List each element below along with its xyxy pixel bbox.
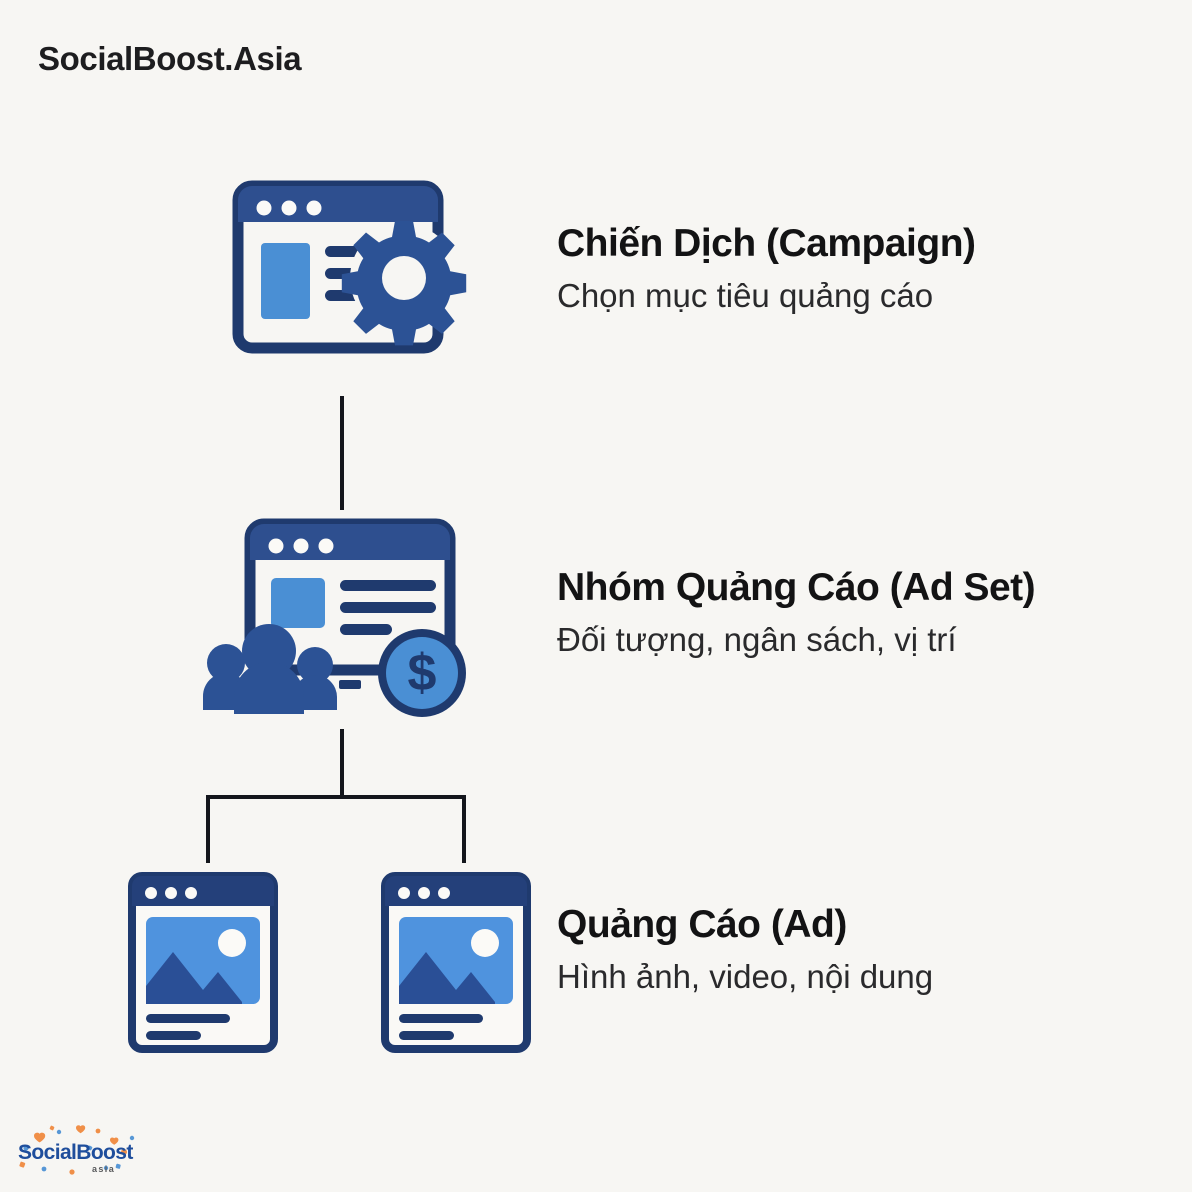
people-group-icon bbox=[203, 624, 337, 714]
connector-branch-bar bbox=[206, 795, 466, 799]
svg-text:$: $ bbox=[408, 644, 437, 702]
connector-branch-left bbox=[206, 795, 210, 863]
dollar-coin-icon: $ bbox=[378, 629, 466, 717]
confetti-decoration bbox=[19, 1125, 135, 1175]
connector-branch-right bbox=[462, 795, 466, 863]
ad-subtitle: Hình ảnh, video, nội dung bbox=[557, 957, 934, 995]
ad-text-block: Quảng Cáo (Ad) Hình ảnh, video, nội dung bbox=[557, 903, 1157, 996]
gear-icon bbox=[341, 221, 467, 346]
adset-icon-group: $ bbox=[198, 518, 488, 718]
adset-heading: Nhóm Quảng Cáo (Ad Set) bbox=[557, 566, 1036, 609]
footer-logo: SocialBoost asia bbox=[14, 1122, 146, 1180]
footer-logo-secondary: asia bbox=[92, 1164, 115, 1174]
campaign-text-block: Chiến Dịch (Campaign) Chọn mục tiêu quản… bbox=[557, 222, 1157, 315]
footer-logo-primary: SocialBoost bbox=[18, 1141, 133, 1164]
campaign-subtitle: Chọn mục tiêu quảng cáo bbox=[557, 276, 934, 314]
ad-heading: Quảng Cáo (Ad) bbox=[557, 903, 847, 946]
ad-card-left bbox=[132, 876, 274, 1049]
ad-cards-icon-group bbox=[128, 872, 533, 1057]
adset-subtitle: Đối tượng, ngân sách, vị trí bbox=[557, 620, 957, 658]
campaign-icon-group bbox=[228, 178, 490, 390]
adset-text-block: Nhóm Quảng Cáo (Ad Set) Đối tượng, ngân … bbox=[557, 566, 1157, 659]
ad-card-right bbox=[385, 876, 527, 1049]
connector-adset-stem bbox=[340, 729, 344, 799]
connector-campaign-to-adset bbox=[340, 396, 344, 510]
page-title: SocialBoost.Asia bbox=[38, 40, 302, 77]
campaign-heading: Chiến Dịch (Campaign) bbox=[557, 222, 976, 265]
dash-connector-icon bbox=[339, 680, 361, 689]
